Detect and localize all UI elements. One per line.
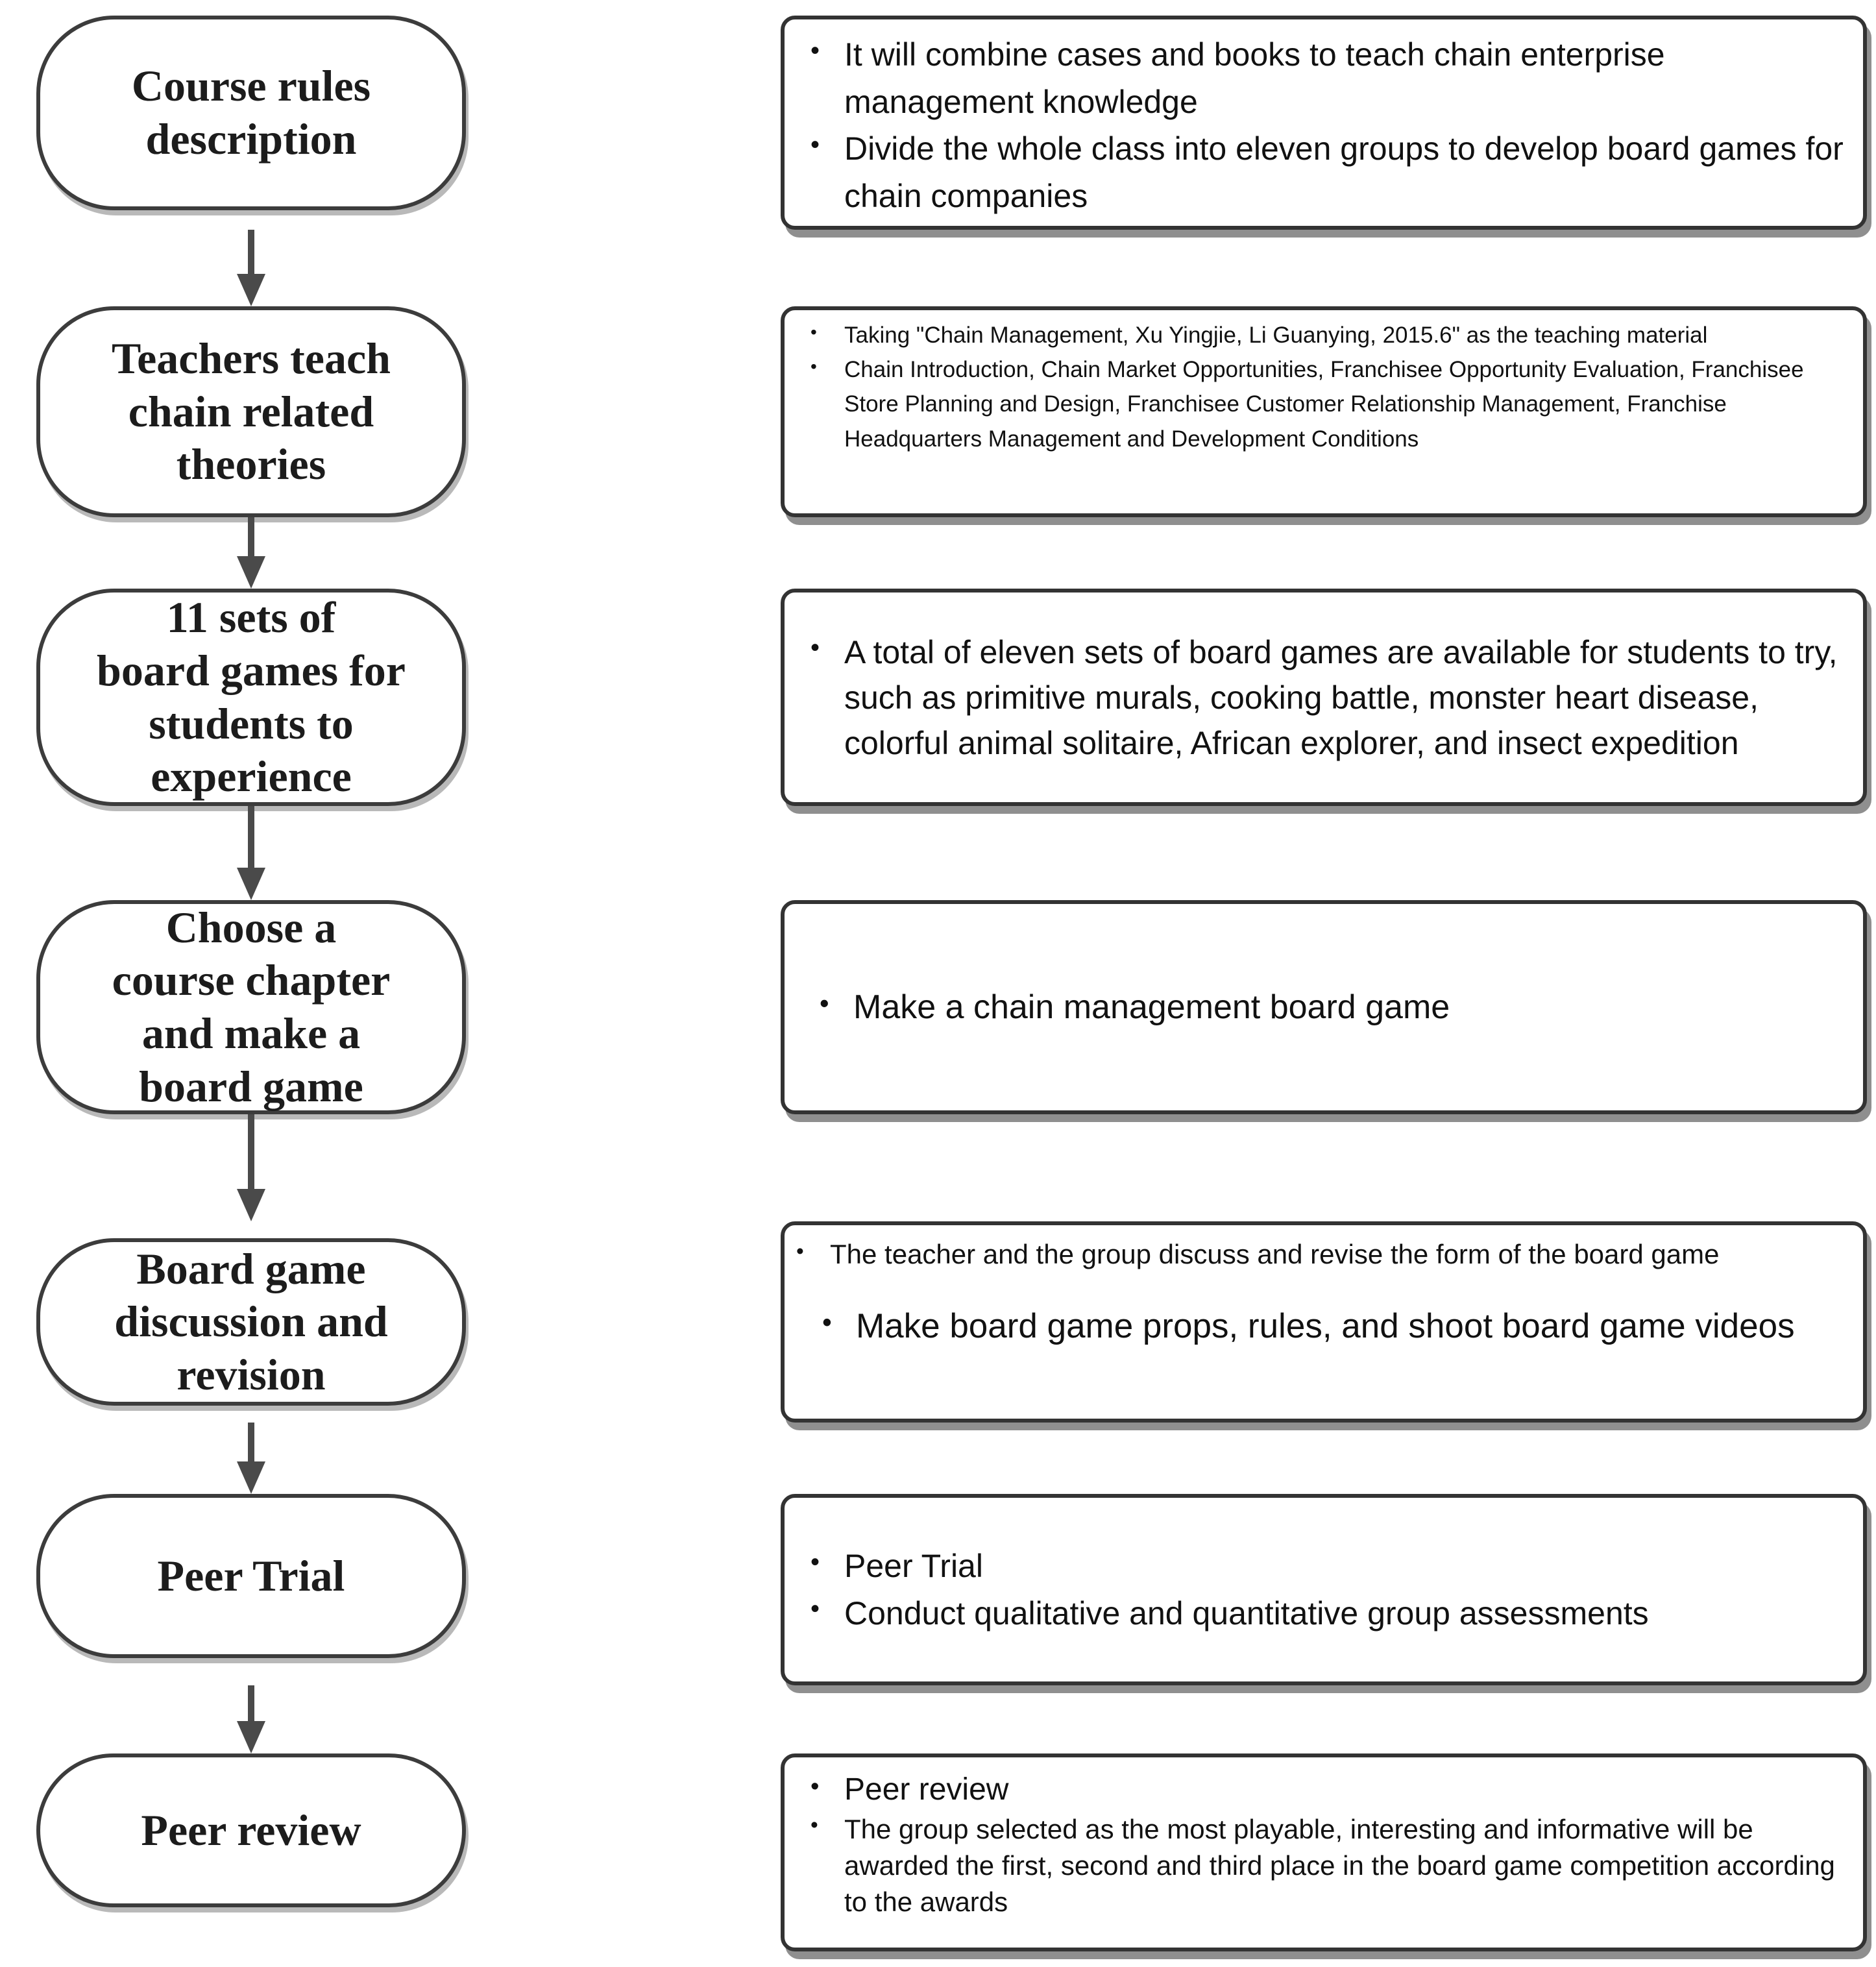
down-arrow-connector xyxy=(232,806,271,900)
detail-item: Divide the whole class into eleven group… xyxy=(804,125,1845,219)
flow-node-label: 11 sets of board games for students to e… xyxy=(97,593,406,801)
flow-node-discussion-revision: Board game discussion and revision xyxy=(36,1238,466,1406)
arrow-shaft xyxy=(248,1114,254,1189)
detail-box-discussion-revision: The teacher and the group discuss and re… xyxy=(781,1221,1867,1423)
flow-node-label: Peer Trial xyxy=(157,1550,345,1600)
arrow-shaft xyxy=(248,806,254,868)
arrow-head-icon xyxy=(237,274,265,306)
detail-box-course-rules: It will combine cases and books to teach… xyxy=(781,16,1867,230)
down-arrow-connector xyxy=(232,517,271,589)
flow-node-peer-trial: Peer Trial xyxy=(36,1494,466,1658)
detail-item: It will combine cases and books to teach… xyxy=(804,31,1845,125)
detail-list: Peer Trial Conduct qualitative and quant… xyxy=(804,1543,1649,1637)
detail-box-11-sets: A total of eleven sets of board games ar… xyxy=(781,589,1867,806)
flow-node-course-rules: Course rules description xyxy=(36,16,466,210)
flow-node-label: Choose a course chapter and make a board… xyxy=(112,902,391,1111)
detail-list: Peer review The group selected as the mo… xyxy=(804,1769,1849,1920)
arrow-head-icon xyxy=(237,1721,265,1753)
detail-item: A total of eleven sets of board games ar… xyxy=(804,629,1845,766)
flow-node-label: Board game discussion and revision xyxy=(114,1243,388,1399)
detail-item: Conduct qualitative and quantitative gro… xyxy=(804,1590,1649,1637)
arrow-shaft xyxy=(248,1685,254,1721)
flow-node-label: Peer review xyxy=(141,1805,361,1855)
down-arrow-connector xyxy=(232,230,271,306)
down-arrow-connector xyxy=(232,1685,271,1753)
down-arrow-connector xyxy=(232,1114,271,1221)
arrow-head-icon xyxy=(237,1189,265,1221)
flow-node-peer-review: Peer review xyxy=(36,1753,466,1907)
detail-box-choose-chapter: Make a chain management board game xyxy=(781,900,1867,1114)
arrow-shaft xyxy=(248,1423,254,1461)
detail-list: It will combine cases and books to teach… xyxy=(804,31,1845,219)
flow-node-label: Course rules description xyxy=(131,61,371,164)
flow-node-teachers-teach: Teachers teach chain related theories xyxy=(36,306,466,517)
detail-list: Taking "Chain Management, Xu Yingjie, Li… xyxy=(804,318,1849,456)
detail-item: Taking "Chain Management, Xu Yingjie, Li… xyxy=(804,318,1849,352)
arrow-shaft xyxy=(248,517,254,556)
detail-item: The group selected as the most playable,… xyxy=(804,1811,1849,1920)
detail-box-teachers-teach: Taking "Chain Management, Xu Yingjie, Li… xyxy=(781,306,1867,517)
arrow-shaft xyxy=(248,230,254,274)
down-arrow-connector xyxy=(232,1423,271,1494)
detail-list: The teacher and the group discuss and re… xyxy=(790,1236,1850,1349)
arrow-head-icon xyxy=(237,868,265,900)
detail-item: Chain Introduction, Chain Market Opportu… xyxy=(804,352,1849,456)
arrow-head-icon xyxy=(237,556,265,589)
detail-item: Peer Trial xyxy=(804,1543,1649,1590)
flow-node-11-sets: 11 sets of board games for students to e… xyxy=(36,589,466,806)
detail-item: Make a chain management board game xyxy=(813,984,1450,1030)
detail-box-peer-review: Peer review The group selected as the mo… xyxy=(781,1753,1867,1951)
detail-item: Make board game props, rules, and shoot … xyxy=(816,1303,1850,1350)
flow-node-label: Teachers teach chain related theories xyxy=(112,334,391,489)
detail-list: A total of eleven sets of board games ar… xyxy=(804,629,1845,766)
flow-node-choose-chapter: Choose a course chapter and make a board… xyxy=(36,900,466,1114)
detail-list: Make a chain management board game xyxy=(813,984,1450,1030)
arrow-head-icon xyxy=(237,1461,265,1494)
detail-item: Peer review xyxy=(804,1769,1849,1811)
detail-item: The teacher and the group discuss and re… xyxy=(790,1236,1850,1274)
detail-box-peer-trial: Peer Trial Conduct qualitative and quant… xyxy=(781,1494,1867,1685)
